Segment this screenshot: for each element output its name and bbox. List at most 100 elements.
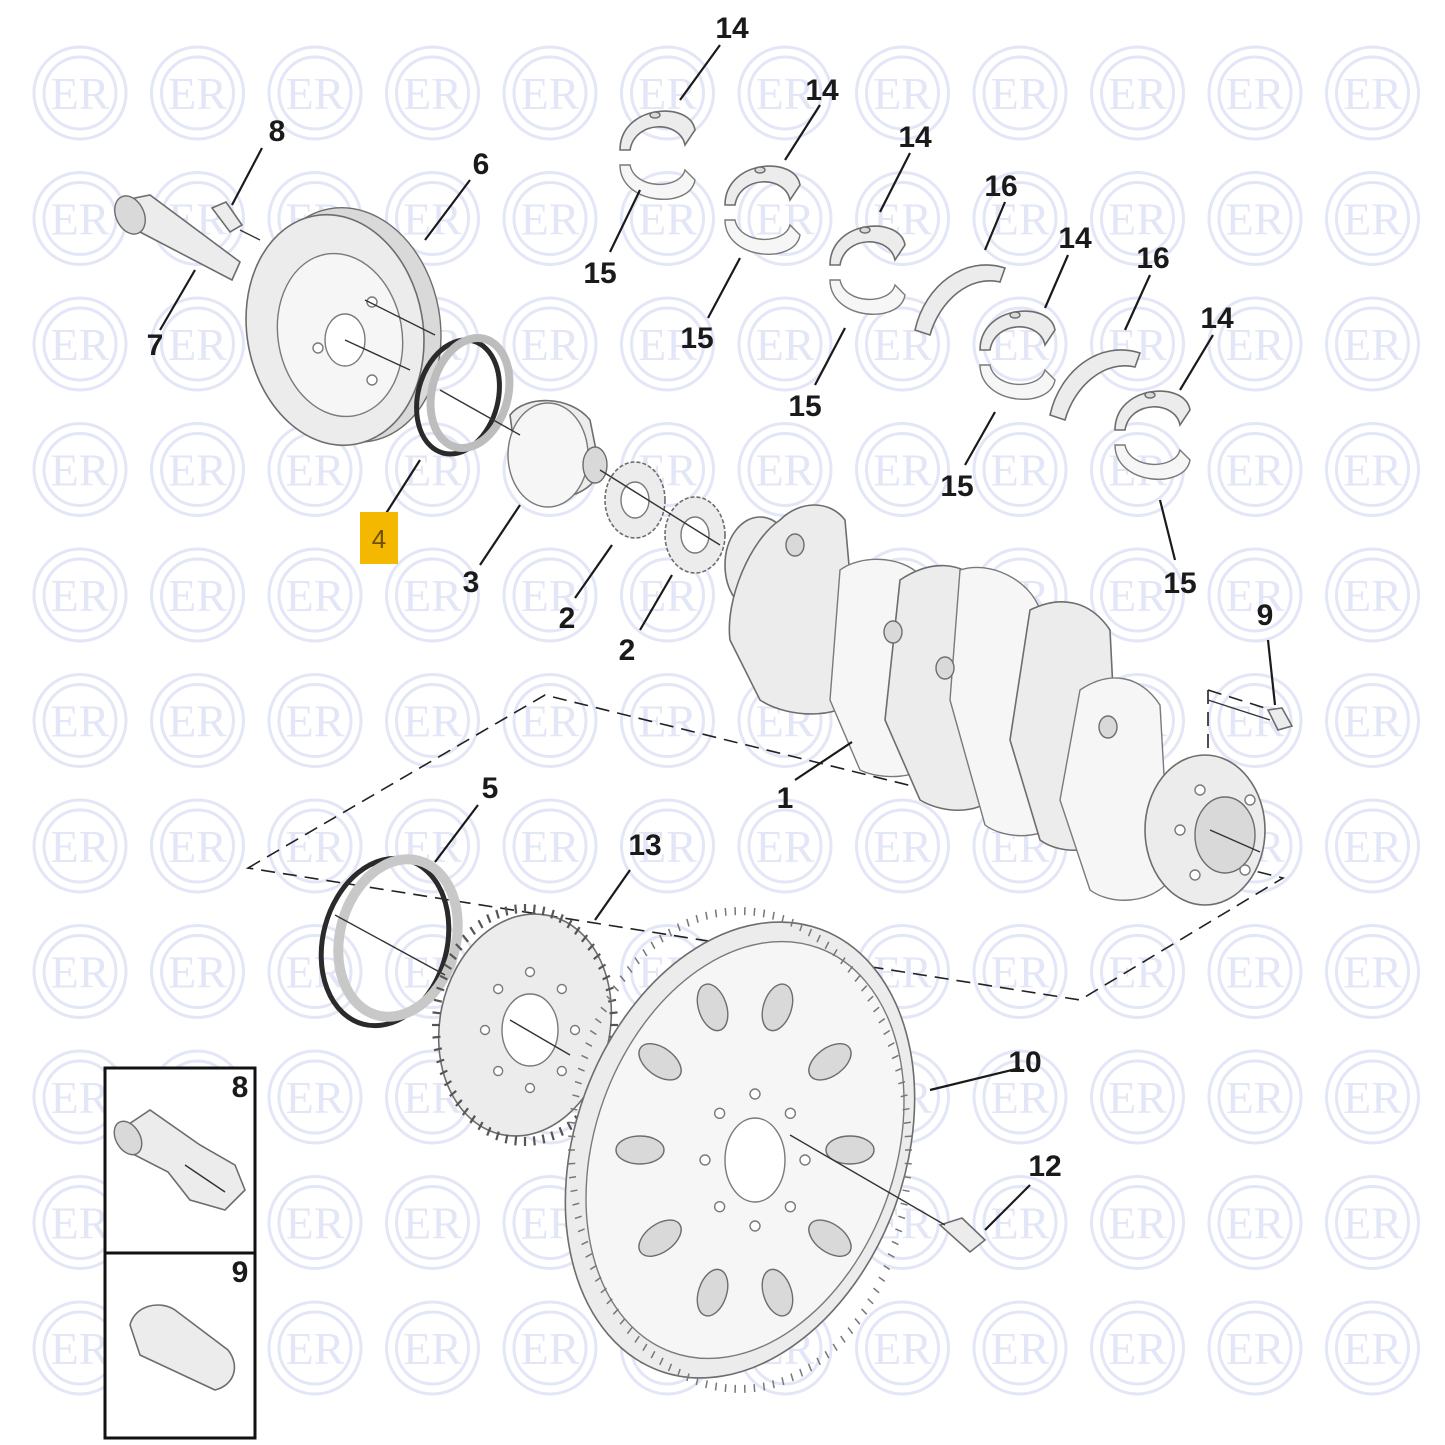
assembly-dashed-outline xyxy=(245,694,1286,1001)
ring-gear-tooth xyxy=(799,923,804,932)
flexplate-window xyxy=(808,1219,852,1257)
watermark-seal: ER xyxy=(620,673,715,768)
watermark-seal: ER xyxy=(267,673,363,768)
watermark-seal: ER xyxy=(385,1175,480,1270)
watermark-seal: ER xyxy=(620,296,715,392)
inset-panel-9: 9 xyxy=(103,1251,257,1440)
watermark-text: ER xyxy=(403,696,462,747)
watermark-text: ER xyxy=(1226,1323,1285,1374)
watermark-seal: ER xyxy=(267,1175,363,1270)
callout-9: 9 xyxy=(1257,599,1274,632)
callout-1: 1 xyxy=(777,782,794,815)
watermark-seal: ER xyxy=(502,296,598,392)
ring-gear-tooth xyxy=(705,911,708,920)
ring-gear-tooth xyxy=(581,1240,589,1246)
watermark-text: ER xyxy=(403,68,462,119)
callout-14a: 14 xyxy=(715,12,749,45)
callout-6: 6 xyxy=(473,148,490,181)
ring-gear-tooth xyxy=(900,1094,908,1098)
ring-gear-tooth xyxy=(807,928,813,937)
watermark-text: ER xyxy=(1226,445,1285,496)
ring-gear-tooth xyxy=(634,1335,640,1343)
watermark-seal: ER xyxy=(1207,45,1303,141)
watermark-text: ER xyxy=(403,570,462,621)
reluctor-tooth xyxy=(432,1011,441,1015)
reluctor-tooth xyxy=(495,1131,500,1141)
ring-gear-tooth xyxy=(650,941,656,950)
ring-gear-tooth xyxy=(898,1215,906,1220)
ring-gear-tooth xyxy=(570,1107,578,1111)
callout-labels: 1 2 2 3 4 5 6 7 8 9 10 12 13 14 14 14 14… xyxy=(147,12,1274,1183)
ring-gear-tooth xyxy=(642,1343,648,1351)
ring-gear-tooth xyxy=(676,923,681,932)
watermark-seal: ER xyxy=(32,547,128,643)
ring-gear-tooth xyxy=(891,1240,899,1246)
watermark-seal: ER xyxy=(972,171,1068,266)
watermark-text: ER xyxy=(521,1323,580,1374)
bearing-shell xyxy=(829,225,906,315)
ring-gear-tooth xyxy=(900,1202,908,1206)
ring-gear-tooth xyxy=(606,1298,613,1305)
watermark-seal: ER xyxy=(150,547,245,643)
reluctor-hole xyxy=(479,1024,491,1036)
watermark-text: ER xyxy=(638,821,697,872)
callout-5: 5 xyxy=(482,772,499,805)
watermark-text: ER xyxy=(286,696,345,747)
main-bearings xyxy=(619,110,1191,480)
reluctor-hole xyxy=(569,1024,581,1036)
flexplate-window xyxy=(696,983,729,1032)
ring-gear-tooth xyxy=(659,1357,664,1366)
inset-8-label: 8 xyxy=(232,1071,249,1104)
watermark-text: ER xyxy=(1226,68,1285,119)
watermark-text: ER xyxy=(1108,68,1167,119)
reluctor-hole xyxy=(492,983,504,995)
watermark-seal: ER xyxy=(32,1049,128,1145)
reluctor-tooth xyxy=(469,926,476,935)
watermark-seal: ER xyxy=(267,422,363,517)
ring-gear-tooth xyxy=(854,1318,861,1325)
watermark-seal: ER xyxy=(385,1049,480,1145)
ring-gear-tooth xyxy=(847,1327,854,1335)
ring-gear-tooth xyxy=(650,1350,656,1359)
watermark-text: ER xyxy=(756,68,815,119)
watermark-text: ER xyxy=(1226,570,1285,621)
ring-gear-tooth xyxy=(585,1253,593,1258)
watermark-seal: ER xyxy=(1207,1300,1303,1396)
watermark-text: ER xyxy=(286,570,345,621)
watermark-text: ER xyxy=(51,319,110,370)
ring-gear-tooth xyxy=(753,1384,756,1393)
dowel-pin xyxy=(1266,707,1294,731)
watermark-seal: ER xyxy=(150,798,245,894)
crankshaft xyxy=(724,504,1266,906)
ring-gear-tooth xyxy=(873,1287,880,1294)
ring-gear-tooth xyxy=(832,949,838,957)
watermark-text: ER xyxy=(1343,947,1402,998)
reluctor-hole xyxy=(492,1065,504,1077)
flexplate-window xyxy=(638,1219,682,1257)
watermark-text: ER xyxy=(168,68,227,119)
watermark-text: ER xyxy=(51,821,110,872)
watermark-text: ER xyxy=(51,570,110,621)
watermark-seal: ER xyxy=(502,1300,598,1396)
callout-15a: 15 xyxy=(583,257,616,290)
reluctor-tooth xyxy=(541,906,546,916)
flexplate-window xyxy=(825,1135,875,1165)
callout-15e: 15 xyxy=(1163,567,1196,600)
ring-gear-tooth xyxy=(570,1189,578,1193)
ring-gear-tooth xyxy=(861,985,868,992)
reluctor-tooth xyxy=(439,974,448,981)
watermark-text: ER xyxy=(51,1323,110,1374)
ring-gear-tooth xyxy=(824,1350,830,1359)
watermark-text: ER xyxy=(1343,1072,1402,1123)
watermark-text: ER xyxy=(51,1072,110,1123)
sprocket-b xyxy=(664,496,726,574)
callout-7: 7 xyxy=(147,329,164,362)
ring-gear-tooth xyxy=(589,1264,597,1271)
watermark-seal: ER xyxy=(972,422,1068,517)
flexplate-bolt-hole xyxy=(799,1154,811,1166)
ring-gear-tooth xyxy=(861,1308,868,1315)
watermark-seal: ER xyxy=(150,296,245,392)
watermark-seal: ER xyxy=(737,422,833,517)
callout-4[interactable]: 4 xyxy=(372,524,386,554)
